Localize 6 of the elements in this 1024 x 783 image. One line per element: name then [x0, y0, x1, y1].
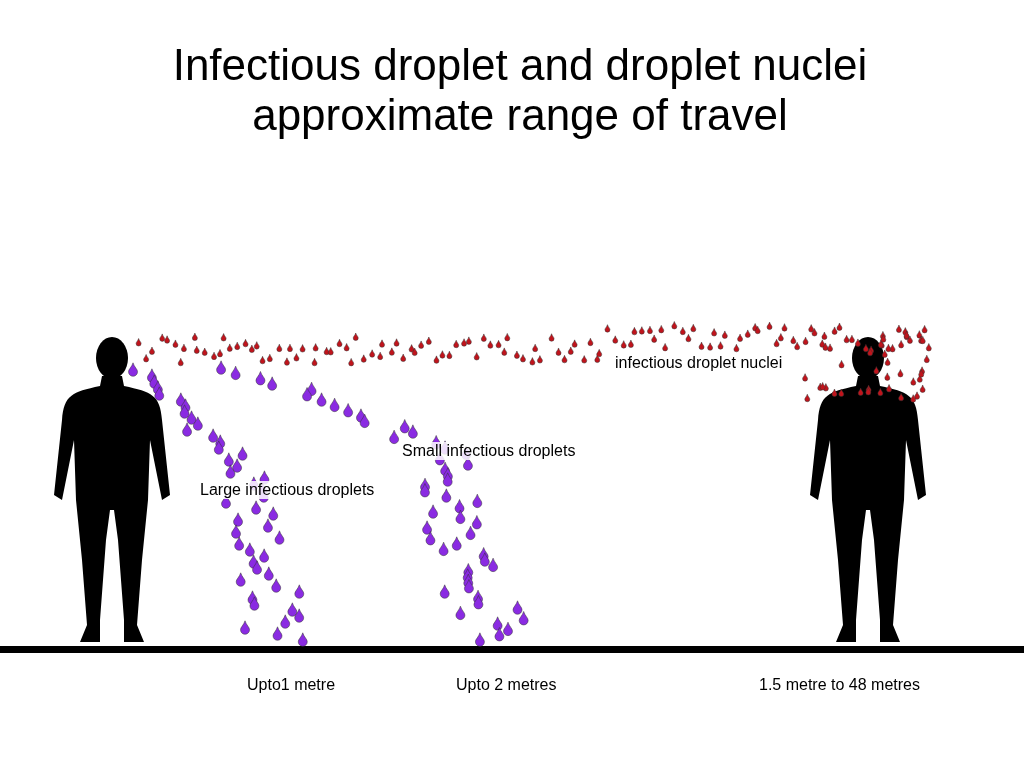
distance-label: Upto 2 metres — [456, 676, 557, 694]
droplet-label: infectious droplet nuclei — [615, 354, 783, 372]
droplet-label: Large infectious droplets — [200, 481, 375, 499]
droplet-label: Small infectious droplets — [402, 442, 576, 460]
distance-label: Upto1 metre — [247, 676, 336, 694]
title: Infectious droplet and droplet nuclei approximate range of travel — [171, 40, 869, 140]
